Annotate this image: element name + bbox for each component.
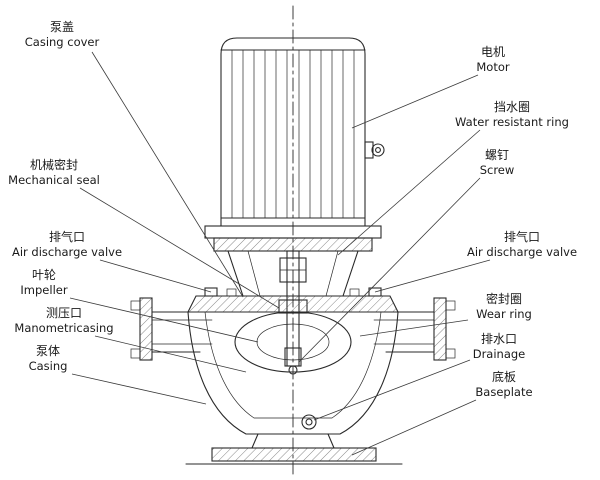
label-baseplate-en: Baseplate (475, 384, 533, 399)
label-screw: 螺钉 Screw (462, 148, 532, 177)
label-air-discharge-right-zh: 排气口 (503, 230, 540, 244)
label-motor-zh: 电机 (480, 45, 505, 59)
label-baseplate-zh: 底板 (491, 370, 516, 384)
leader-wear-ring (359, 319, 469, 337)
label-motor: 电机 Motor (458, 45, 528, 74)
label-impeller: 叶轮 Impeller (6, 268, 82, 297)
label-wear-ring: 密封圈 Wear ring (462, 292, 546, 321)
drain-plug (301, 414, 317, 430)
label-air-discharge-right: 排气口 Air discharge valve (452, 230, 592, 259)
leader-drainage (313, 359, 471, 421)
leader-water-ring (337, 129, 481, 256)
label-casing-cover-en: Casing cover (24, 34, 100, 49)
label-drainage-en: Drainage (472, 346, 526, 361)
label-air-discharge-left: 排气口 Air discharge valve (4, 230, 130, 259)
label-drainage: 排水口 Drainage (462, 332, 536, 361)
label-casing-zh: 泵体 (35, 344, 60, 358)
leader-casing-cover (91, 51, 244, 298)
label-wear-ring-en: Wear ring (476, 306, 532, 321)
label-water-resistant-ring: 挡水圈 Water resistant ring (444, 100, 580, 129)
motor-lug (364, 141, 385, 159)
motor-body (220, 37, 366, 227)
leader-impeller (69, 297, 259, 343)
label-mechanical-seal: 机械密封 Mechanical seal (4, 158, 104, 187)
leader-air-discharge-left (99, 259, 212, 293)
label-impeller-en: Impeller (20, 282, 68, 297)
label-mechanical-seal-zh: 机械密封 (29, 158, 78, 172)
volute-casing (187, 311, 399, 435)
label-impeller-zh: 叶轮 (31, 268, 56, 282)
leader-motor (351, 74, 479, 129)
leader-lines (69, 51, 491, 456)
leader-baseplate (351, 399, 477, 456)
casing-cover-part (187, 287, 399, 313)
baseplate-part (185, 433, 403, 465)
label-baseplate: 底板 Baseplate (464, 370, 544, 399)
label-manometric-port-en: Manometricasing (14, 320, 114, 335)
label-manometric-port: 测压口 Manometricasing (2, 306, 126, 335)
label-casing-cover-zh: 泵盖 (49, 20, 74, 34)
label-screw-zh: 螺钉 (484, 148, 509, 162)
label-casing-en: Casing (28, 358, 68, 373)
leader-air-discharge-right (374, 259, 491, 293)
label-manometric-port-zh: 测压口 (45, 306, 82, 320)
label-casing: 泵体 Casing (10, 344, 86, 373)
label-water-resistant-ring-en: Water resistant ring (455, 114, 569, 129)
label-screw-en: Screw (479, 162, 515, 177)
label-mechanical-seal-en: Mechanical seal (8, 172, 100, 187)
label-water-resistant-ring-zh: 挡水圈 (493, 100, 530, 114)
leader-screw (298, 177, 481, 363)
leader-casing (71, 373, 207, 405)
support-bracket (227, 250, 359, 297)
label-drainage-zh: 排水口 (480, 332, 517, 346)
leader-manometric (94, 335, 247, 373)
left-pipe-flange (130, 297, 213, 361)
right-pipe-flange (373, 297, 456, 361)
label-wear-ring-zh: 密封圈 (485, 292, 522, 306)
leader-mechanical-seal (79, 187, 280, 309)
pump-body-group (130, 5, 456, 475)
label-air-discharge-left-zh: 排气口 (48, 230, 85, 244)
label-motor-en: Motor (476, 59, 510, 74)
label-casing-cover: 泵盖 Casing cover (8, 20, 116, 49)
label-air-discharge-left-en: Air discharge valve (11, 244, 123, 259)
label-air-discharge-right-en: Air discharge valve (466, 244, 578, 259)
